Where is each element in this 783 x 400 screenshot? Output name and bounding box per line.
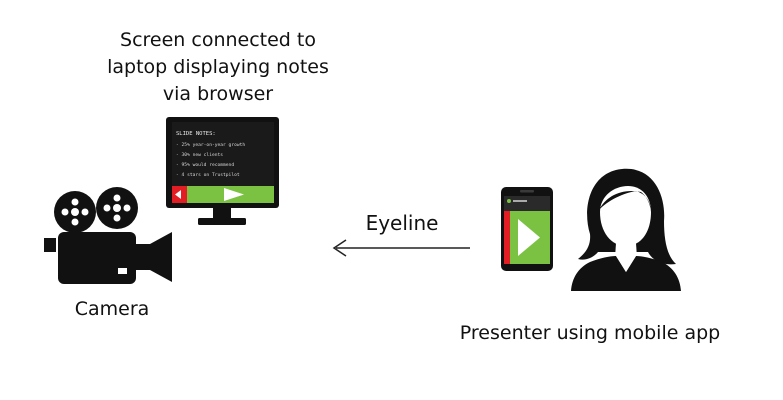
eyeline-label: Eyeline [365,211,439,235]
screen-note-line: - 30% new clients [176,152,223,158]
screen-notes-heading: SLIDE NOTES: [176,131,216,137]
presenter-label: Presenter using mobile app [459,322,721,344]
screen-back-arrow-icon [175,190,181,199]
screen-caption-line-1: Screen connected to [120,29,316,51]
presenter-icon [571,168,681,291]
screen-forward-arrow-icon [224,188,244,201]
arrow-left-icon [332,239,470,257]
monitor-icon: SLIDE NOTES: - 25% year-on-year growth -… [166,117,279,225]
screen-note-line: - 25% year-on-year growth [176,142,245,148]
phone-forward-arrow-icon [518,219,540,256]
screen-caption-line-3: via browser [162,83,274,105]
screen-caption-line-2: laptop displaying notes [107,56,329,78]
phone-icon [501,187,553,271]
phone-red-button [504,211,510,264]
screen-note-line: - 95% would recommend [176,162,234,168]
screen-caption: Screen connected to laptop displaying no… [68,27,368,108]
camera-icon [44,187,172,284]
screen-note-line: - 4 stars on Trustpilot [176,172,240,178]
camera-label: Camera [74,298,150,320]
